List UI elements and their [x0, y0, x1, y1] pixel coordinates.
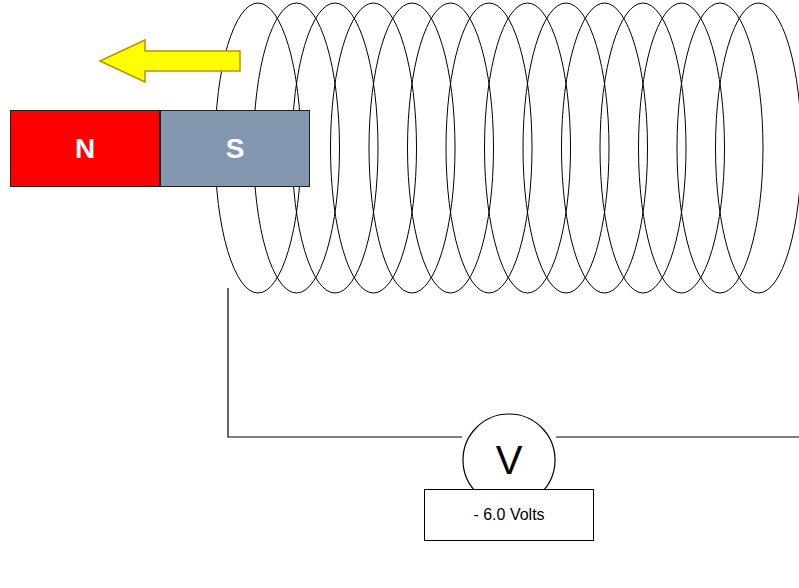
coil-loop — [677, 3, 763, 293]
meter-symbol: V — [496, 438, 523, 483]
coil-loop — [562, 3, 648, 293]
coil-loop — [331, 3, 417, 293]
coil-loop — [369, 3, 455, 293]
magnet-south-pole: S — [160, 110, 310, 187]
pole-label: S — [226, 133, 245, 165]
voltage-reading: - 6.0 Volts — [473, 506, 544, 524]
magnet-north-pole: N — [10, 110, 160, 187]
coil-loop — [716, 3, 799, 293]
wire — [228, 288, 462, 437]
coil-loop — [523, 3, 609, 293]
coil-loop — [446, 3, 532, 293]
coil-loop — [408, 3, 494, 293]
voltage-readout: - 6.0 Volts — [424, 489, 594, 541]
coil-loop — [485, 3, 571, 293]
pole-label: N — [75, 133, 95, 165]
coil-loop — [639, 3, 725, 293]
coil-loop — [600, 3, 686, 293]
motion-arrow — [100, 40, 240, 82]
wire — [556, 436, 799, 437]
